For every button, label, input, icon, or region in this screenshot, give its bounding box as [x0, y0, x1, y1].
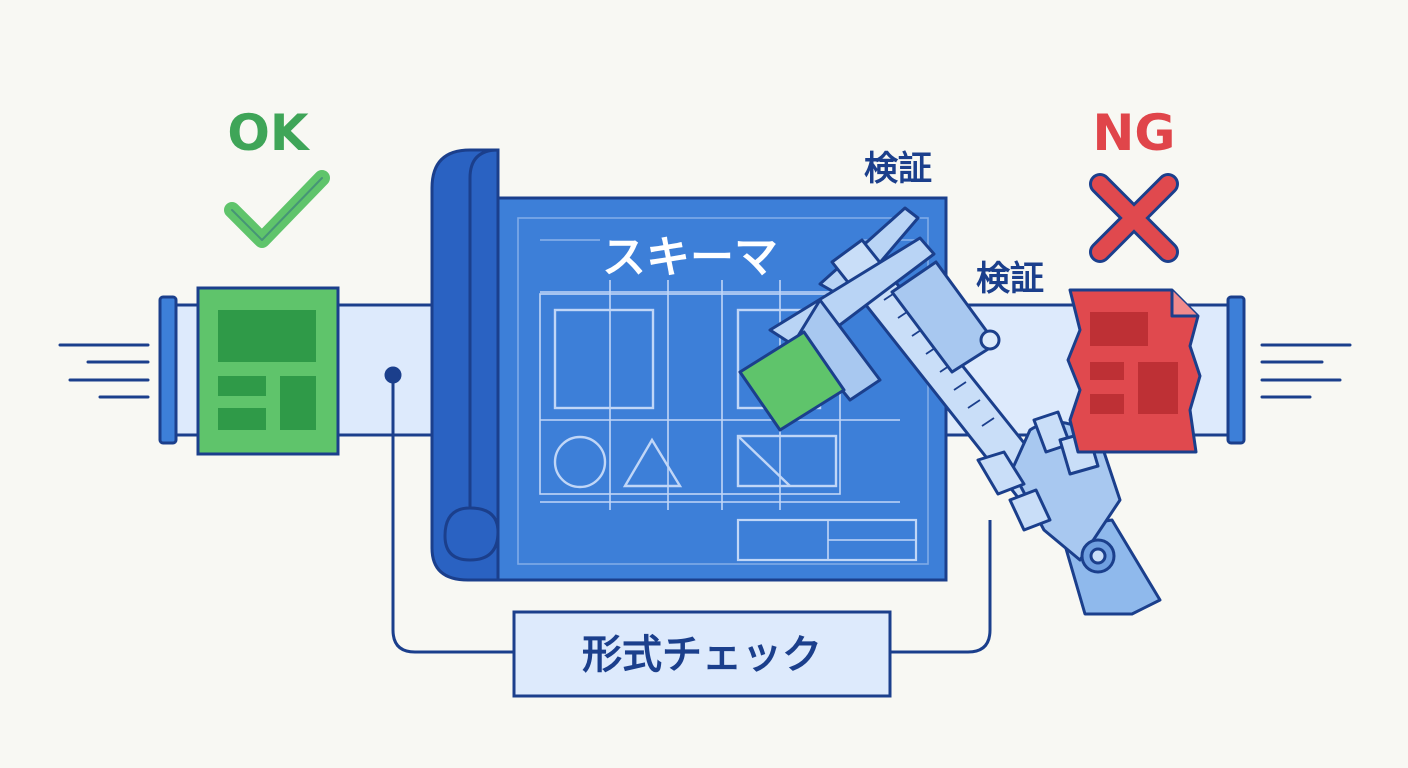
- verify-label-right: 検証: [976, 259, 1044, 299]
- pipe-cap-left: [158, 295, 178, 445]
- schema-title: スキーマ: [602, 232, 778, 283]
- verify-label-top: 検証: [864, 149, 932, 189]
- blueprint-grid: [517, 217, 929, 565]
- schema-block-icon: [738, 330, 846, 432]
- damaged-document-icon: [1066, 288, 1202, 454]
- format-check-label: 形式チェック: [582, 632, 822, 678]
- ng-label: NG: [1093, 104, 1176, 162]
- valid-document-icon: [196, 286, 340, 456]
- format-check-connector: [384, 366, 992, 654]
- ok-label: OK: [227, 104, 311, 162]
- motion-lines-left: [58, 343, 150, 399]
- checkmark-icon: [224, 170, 330, 248]
- format-check-box: 形式チェック: [512, 610, 892, 698]
- robot-hand-icon: [976, 410, 1162, 616]
- pipe-cap-right: [1226, 295, 1246, 445]
- cross-icon: [1089, 173, 1179, 263]
- caliper-icon: [768, 206, 1054, 502]
- motion-lines-right: [1260, 343, 1352, 399]
